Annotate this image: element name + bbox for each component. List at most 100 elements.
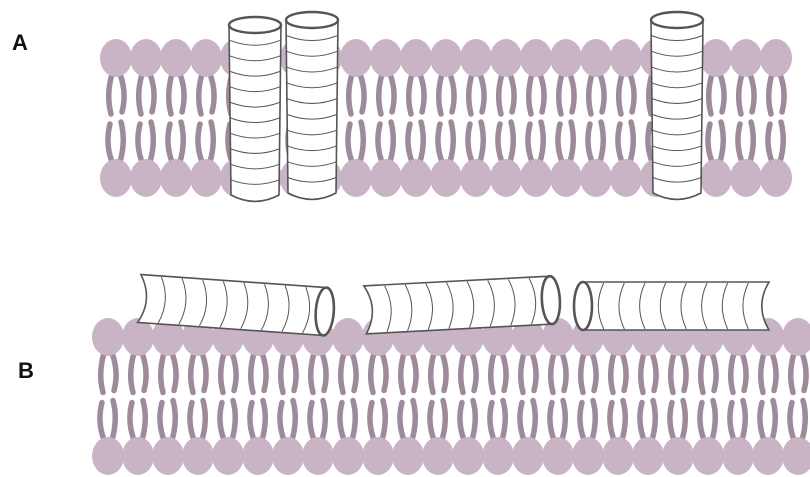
lipid-head: [602, 437, 634, 475]
lipid-icon: [730, 39, 762, 197]
lipid-head: [92, 437, 124, 475]
lipid-icon: [460, 39, 492, 197]
lipid-head: [700, 39, 732, 77]
lipid-head: [490, 39, 522, 77]
lipid-head: [100, 159, 132, 197]
lipid-icon: [160, 39, 192, 197]
lipid-head: [460, 39, 492, 77]
lipid-head: [100, 39, 132, 77]
lipid-head: [272, 437, 304, 475]
lipid-icon: [92, 318, 124, 475]
lipid-head: [610, 39, 642, 77]
lipid-head: [392, 437, 424, 475]
lipid-icon: [692, 318, 724, 475]
lipid-head: [460, 159, 492, 197]
lipid-head: [760, 159, 792, 197]
lipid-icon: [610, 39, 642, 197]
lipid-head: [632, 437, 664, 475]
lipid-icon: [782, 318, 810, 475]
lipid-icon: [632, 318, 664, 475]
lipid-head: [340, 159, 372, 197]
lipid-icon: [760, 39, 792, 197]
lipid-icon: [100, 39, 132, 197]
helix-cylinder-icon: [574, 282, 769, 330]
lipid-icon: [490, 39, 522, 197]
lipid-head: [730, 39, 762, 77]
lipid-icon: [482, 318, 514, 475]
lipid-icon: [542, 318, 574, 475]
lipid-icon: [520, 39, 552, 197]
lipid-icon: [152, 318, 184, 475]
lipid-head: [362, 437, 394, 475]
lipid-icon: [512, 318, 544, 475]
lipid-head: [572, 437, 604, 475]
lipid-head: [482, 437, 514, 475]
lipid-icon: [422, 318, 454, 475]
lipid-head: [340, 39, 372, 77]
lipid-icon: [400, 39, 432, 197]
lipid-head: [182, 437, 214, 475]
lipid-head: [542, 437, 574, 475]
surface-helices: [138, 275, 769, 336]
helix-cylinder-icon: [364, 276, 561, 334]
lipid-icon: [130, 39, 162, 197]
lipid-icon: [752, 318, 784, 475]
lipid-head: [122, 437, 154, 475]
lipid-icon: [242, 318, 274, 475]
lipid-head: [160, 159, 192, 197]
lipid-head: [692, 437, 724, 475]
lipid-head: [550, 39, 582, 77]
lipid-head: [722, 437, 754, 475]
lipid-icon: [662, 318, 694, 475]
lipid-head: [130, 159, 162, 197]
lipid-head: [520, 39, 552, 77]
lipid-head: [332, 318, 364, 356]
helix-cylinder-icon: [286, 12, 338, 199]
lipid-head: [452, 437, 484, 475]
lipid-head: [730, 159, 762, 197]
lipid-head: [212, 437, 244, 475]
lipid-icon: [392, 318, 424, 475]
lipid-icon: [302, 318, 334, 475]
lipid-icon: [452, 318, 484, 475]
lipid-icon: [212, 318, 244, 475]
lipid-icon: [272, 318, 304, 475]
helix-cylinder-icon: [229, 17, 281, 201]
lipid-head: [700, 159, 732, 197]
lipid-head: [400, 39, 432, 77]
lipid-head: [160, 39, 192, 77]
lipid-icon: [550, 39, 582, 197]
lipid-head: [190, 39, 222, 77]
lipid-head: [92, 318, 124, 356]
lipid-head: [752, 437, 784, 475]
lipid-icon: [332, 318, 364, 475]
lipid-head: [152, 437, 184, 475]
lipid-icon: [362, 318, 394, 475]
lipid-head: [662, 437, 694, 475]
lipid-head: [550, 159, 582, 197]
lipid-head: [782, 318, 810, 356]
lipid-head: [302, 437, 334, 475]
lipid-icon: [572, 318, 604, 475]
lipid-head: [190, 159, 222, 197]
lipid-head: [242, 437, 274, 475]
lipid-icon: [190, 39, 222, 197]
lipid-head: [430, 39, 462, 77]
lipid-head: [760, 39, 792, 77]
lipid-head: [782, 437, 810, 475]
lipid-icon: [370, 39, 402, 197]
helix-cylinder-icon: [651, 12, 703, 199]
lipid-icon: [580, 39, 612, 197]
lipid-icon: [122, 318, 154, 475]
lipid-head: [580, 159, 612, 197]
lipid-head: [430, 159, 462, 197]
lipid-head: [400, 159, 432, 197]
lipid-head: [130, 39, 162, 77]
lipid-head: [370, 39, 402, 77]
lipid-icon: [700, 39, 732, 197]
lipid-icon: [340, 39, 372, 197]
lipid-head: [580, 39, 612, 77]
lipid-head: [512, 437, 544, 475]
lipid-icon: [722, 318, 754, 475]
